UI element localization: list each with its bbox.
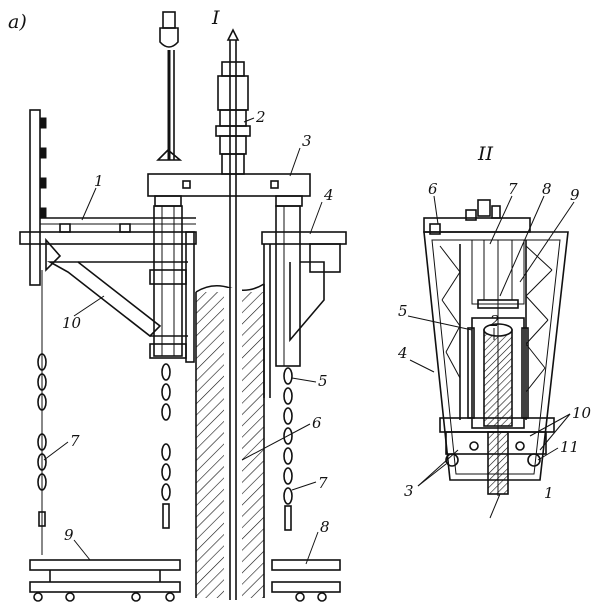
left-wall-plate — [29, 109, 47, 286]
callout-I-6: 6 — [312, 414, 322, 432]
view-I-label: I — [211, 7, 220, 29]
right-column — [261, 205, 347, 398]
middle-chain — [161, 363, 171, 529]
truss-right — [525, 239, 553, 420]
bottom-cradle-right — [271, 559, 341, 602]
callout-I-1: 1 — [94, 172, 104, 190]
top-beam — [147, 173, 311, 207]
callout-I-4: 4 — [323, 186, 334, 204]
callout-II-9: 9 — [570, 186, 580, 204]
callout-II-2: 2 — [489, 312, 500, 330]
callout-II-7: 7 — [508, 180, 518, 198]
callout-I-7-right: 7 — [318, 474, 328, 492]
callout-I-5: 5 — [318, 372, 328, 390]
callout-I-10: 10 — [62, 314, 82, 332]
callout-II-6: 6 — [428, 180, 438, 198]
view-I-assembly — [19, 11, 347, 602]
callout-I-7-left: 7 — [70, 432, 80, 450]
callout-II-10: 10 — [572, 404, 592, 422]
callout-I-2: 2 — [255, 108, 266, 126]
callout-II-8: 8 — [542, 180, 552, 198]
view-II-assembly — [423, 199, 569, 496]
left-chain — [37, 270, 47, 555]
top-shackle — [156, 11, 183, 161]
bottom-cradle-left — [29, 559, 181, 602]
view-II-label: II — [477, 143, 494, 165]
callout-II-1: 1 — [544, 484, 554, 502]
callout-II-4: 4 — [397, 344, 408, 362]
pile-shaft — [195, 283, 265, 598]
left-column — [149, 205, 195, 363]
right-chain — [283, 367, 293, 531]
callout-I-8: 8 — [320, 518, 330, 536]
callout-II-11: 11 — [560, 438, 579, 456]
callout-I-3: 3 — [302, 132, 312, 150]
view-a-label: а) — [8, 11, 27, 33]
callout-I-9: 9 — [64, 526, 74, 544]
leader-lines — [43, 117, 575, 565]
callout-II-3: 3 — [404, 482, 414, 500]
labels: а) I II 1 2 3 4 5 6 7 7 8 9 10 1 2 3 4 5… — [8, 7, 592, 544]
callout-II-5: 5 — [398, 302, 408, 320]
truss-left — [439, 244, 461, 420]
